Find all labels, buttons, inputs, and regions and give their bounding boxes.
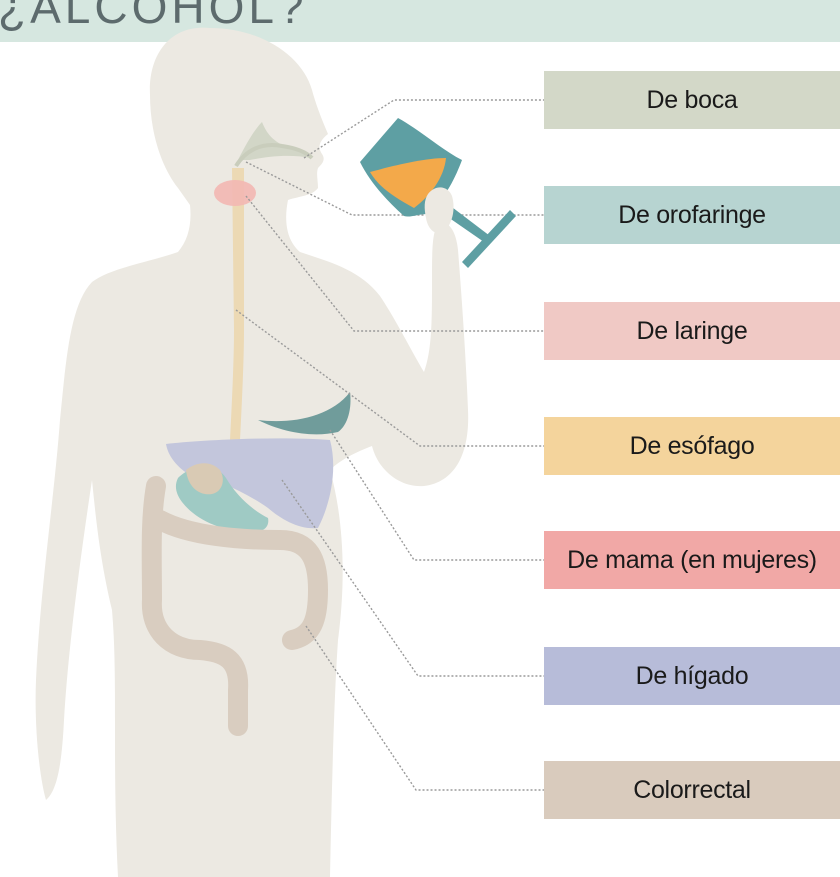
label-mama-text: De mama (en mujeres): [567, 546, 817, 575]
label-colorrectal: Colorrectal: [544, 761, 840, 819]
label-boca: De boca: [544, 71, 840, 129]
label-esofago: De esófago: [544, 417, 840, 475]
wine-glass-base: [462, 210, 516, 268]
label-higado-text: De hígado: [636, 662, 749, 691]
label-colorrectal-text: Colorrectal: [633, 776, 751, 805]
label-esofago-text: De esófago: [630, 432, 755, 461]
label-laringe: De laringe: [544, 302, 840, 360]
larynx-shape: [214, 180, 256, 206]
label-orofaringe-text: De orofaringe: [618, 201, 766, 230]
leader-line-colorrectal: [306, 626, 544, 790]
label-higado: De hígado: [544, 647, 840, 705]
label-laringe-text: De laringe: [637, 317, 748, 346]
label-boca-text: De boca: [646, 86, 737, 115]
label-orofaringe: De orofaringe: [544, 186, 840, 244]
label-mama: De mama (en mujeres): [544, 531, 840, 589]
